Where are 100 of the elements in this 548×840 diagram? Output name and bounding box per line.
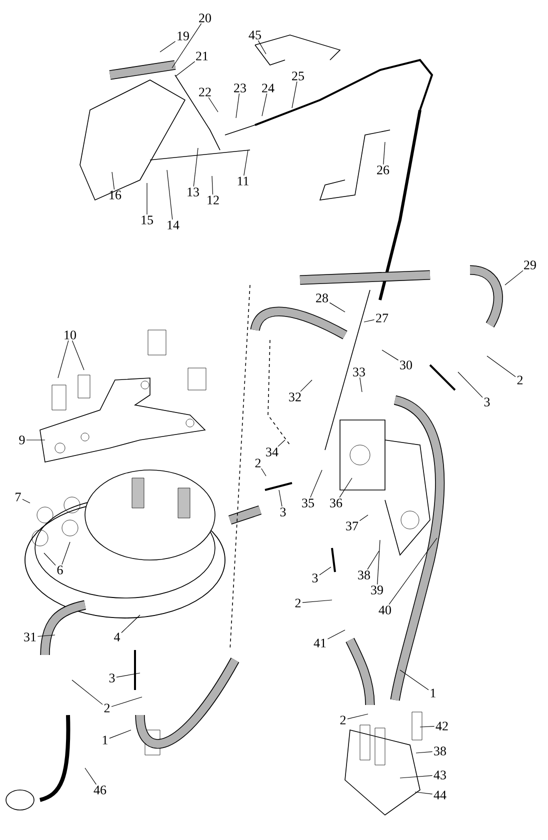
leader-line (383, 142, 386, 165)
leader-line (146, 182, 148, 215)
callout-number: 1 (102, 736, 108, 744)
callout-number: 38 (434, 746, 446, 756)
leader-line (72, 340, 84, 370)
callout-number: 34 (266, 448, 278, 456)
callout-number: 43 (434, 770, 446, 780)
leader-line (172, 23, 202, 68)
leader-line (414, 792, 433, 794)
callout-number: 37 (346, 522, 358, 530)
leader-line (420, 726, 435, 728)
callout-number: 46 (94, 786, 106, 794)
callout-number: 11 (238, 176, 248, 186)
leader-line (458, 372, 483, 398)
leader-line (58, 340, 69, 378)
leader-line (302, 600, 332, 603)
leader-line (400, 670, 429, 690)
callout-number: 38 (358, 570, 370, 580)
callout-number: 20 (199, 14, 211, 22)
leader-line (258, 40, 266, 54)
leader-line (416, 751, 433, 754)
callout-number: 28 (316, 294, 328, 302)
callout-number: 45 (248, 30, 261, 40)
callout-number: 3 (109, 674, 115, 682)
leader-line (278, 440, 286, 447)
callout-number: 44 (434, 790, 446, 800)
callout-number: 41 (314, 638, 326, 648)
leader-line (72, 680, 103, 705)
callout-number: 3 (312, 574, 318, 582)
callout-number: 27 (376, 314, 388, 322)
callout-number: 13 (188, 188, 199, 196)
callout-number: 30 (400, 360, 412, 370)
callout-number: 3 (280, 508, 286, 516)
leader-line (236, 93, 240, 118)
leader-line (166, 170, 173, 220)
leader-line (504, 270, 524, 286)
callout-number: 19 (178, 32, 189, 40)
leader-line (327, 630, 346, 640)
callout-number: 14 (168, 220, 180, 230)
leader-line (62, 542, 70, 565)
callout-number: 16 (110, 190, 122, 200)
callout-number: 12 (208, 196, 219, 204)
leader-line (116, 672, 140, 678)
callout-number: 25 (292, 72, 304, 80)
leader-line (377, 540, 380, 585)
leader-line (310, 470, 322, 498)
callout-number: 23 (234, 84, 246, 92)
leader-line (278, 490, 282, 507)
callout-number: 7 (16, 492, 21, 502)
leader-line (261, 468, 266, 476)
callout-number: 2 (104, 704, 110, 712)
callout-number: 42 (436, 722, 448, 730)
leader-line (109, 730, 132, 739)
callout-number: 15 (142, 216, 153, 224)
callout-number: 24 (262, 84, 274, 92)
callout-number: 29 (524, 260, 536, 270)
callout-number: 36 (330, 498, 342, 508)
leader-line (44, 552, 56, 566)
leader-line (319, 566, 332, 576)
callout-number: 33 (353, 368, 365, 376)
leader-line (37, 634, 56, 637)
leader-line (486, 356, 516, 378)
callout-number: 2 (340, 716, 346, 724)
leader-line (329, 302, 346, 312)
callout-number: 2 (517, 376, 523, 384)
callout-number: 39 (371, 586, 383, 594)
leader-line (84, 768, 96, 785)
leader-line (160, 41, 176, 52)
callout-number: 3 (484, 398, 490, 406)
leader-line (360, 377, 362, 392)
leader-line (339, 478, 352, 498)
leader-line (388, 538, 438, 605)
callout-number: 2 (295, 598, 301, 608)
callout-number: 26 (377, 166, 390, 174)
leader-line (262, 93, 268, 116)
leader-line (400, 775, 433, 778)
leader-line (111, 696, 142, 707)
callout-number: 6 (57, 566, 63, 574)
callout-number: 9 (19, 436, 25, 444)
leader-line (347, 714, 368, 720)
leader-line (244, 150, 248, 176)
callout-number: 10 (64, 330, 76, 340)
leader-line (121, 614, 140, 634)
leader-line (22, 498, 30, 504)
callout-number: 1 (430, 688, 436, 698)
leader-line (112, 172, 115, 190)
callout-number: 4 (114, 632, 120, 642)
leader-line (212, 176, 214, 195)
callout-number: 40 (378, 606, 391, 614)
leader-line (193, 148, 198, 187)
callout-number: 22 (199, 88, 211, 96)
leader-line (176, 61, 196, 76)
leader-line (292, 81, 298, 108)
leader-line (359, 514, 368, 521)
leader-line (300, 380, 312, 392)
leader-line (382, 350, 399, 360)
callout-number: 31 (24, 632, 36, 642)
leader-line (364, 319, 375, 322)
callout-number: 21 (196, 52, 208, 60)
callout-number: 35 (302, 498, 314, 508)
